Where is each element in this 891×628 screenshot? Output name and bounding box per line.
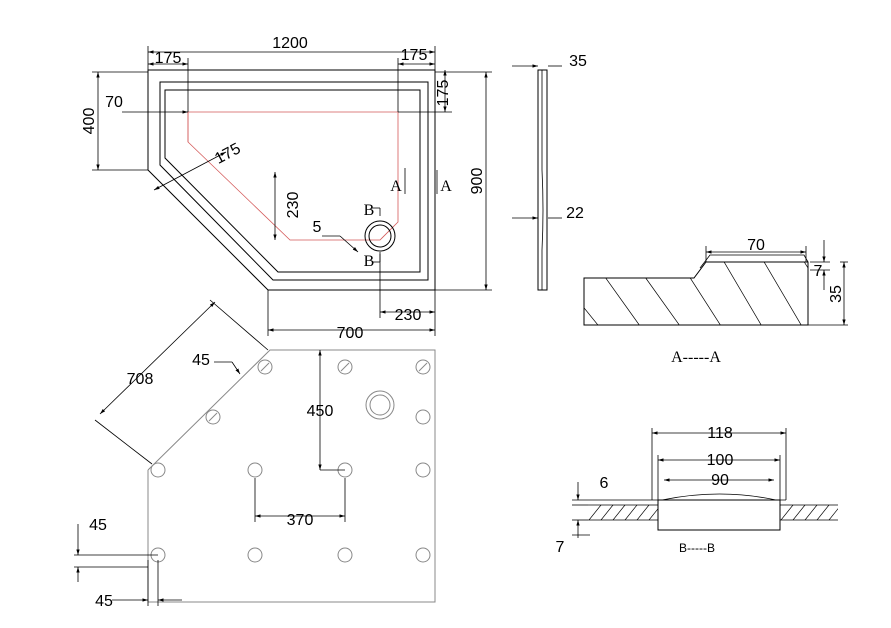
dim-left-offset-label: 175 (155, 50, 182, 67)
bottom-dim-horizontal-label: 370 (287, 512, 314, 529)
dim-diag-label: 175 (212, 140, 244, 168)
dim-drain-x-label: 230 (395, 307, 422, 324)
top-view: 1200 175 175 175 400 70 175 230 5 (81, 35, 492, 342)
section-bb-outer-label: 118 (707, 425, 733, 442)
side-dim-bottom-label: 22 (566, 205, 584, 222)
section-aa-width-label: 70 (747, 237, 765, 254)
bottom-dim-left-x-label: 45 (95, 593, 113, 610)
dim-right-top-label: 175 (435, 80, 452, 107)
dim-bottom-label: 700 (337, 325, 364, 342)
section-aa: 70 7 35 A-----A (583, 237, 848, 366)
side-view: 35 22 (512, 53, 587, 291)
bottom-dim-vertical-label: 450 (307, 403, 334, 420)
drain-body (657, 499, 781, 531)
section-a-left: A (390, 178, 402, 195)
section-bb-top-label: 6 (600, 475, 609, 492)
section-b-top: B (364, 202, 375, 219)
section-aa-title: A-----A (671, 349, 721, 366)
bottom-dim-edge-label: 45 (192, 352, 210, 369)
bottom-dim-diag-label: 708 (127, 371, 154, 388)
hole-slots (208, 362, 428, 422)
section-bb: 118 100 90 6 7 B-----B (556, 425, 838, 556)
side-profile (537, 69, 548, 291)
section-bb-bottom-label: 7 (556, 539, 565, 556)
base-drain (365, 390, 395, 420)
dim-width-label: 1200 (272, 35, 308, 52)
slope-line (187, 111, 399, 241)
dim-slope-label: 5 (313, 219, 322, 236)
tray-inner-rim (164, 89, 421, 273)
section-bb-title: B-----B (679, 541, 715, 555)
section-bb-mid-label: 100 (707, 452, 734, 469)
section-aa-height-label: 35 (828, 285, 845, 303)
section-aa-outline (583, 261, 809, 326)
tray-rim (159, 81, 429, 281)
tray-outline (147, 69, 436, 291)
bottom-view: 708 45 (74, 299, 436, 610)
drain-hole (364, 220, 396, 252)
base-outline (147, 349, 436, 603)
dim-rim-label: 70 (105, 94, 123, 111)
section-b-bottom: B (364, 253, 375, 270)
side-dim-top-label: 35 (569, 53, 587, 70)
section-bb-inner-label: 90 (711, 472, 729, 489)
section-aa-step-label: 7 (814, 263, 823, 280)
section-a-right: A (440, 178, 452, 195)
bottom-dim-left-y-label: 45 (89, 517, 107, 534)
dim-left-height-label: 400 (81, 108, 98, 135)
dim-height-label: 900 (469, 168, 486, 195)
dim-drain-y-label: 230 (285, 192, 302, 219)
mounting-holes (150, 359, 431, 563)
dim-right-offset-label: 175 (401, 47, 428, 64)
